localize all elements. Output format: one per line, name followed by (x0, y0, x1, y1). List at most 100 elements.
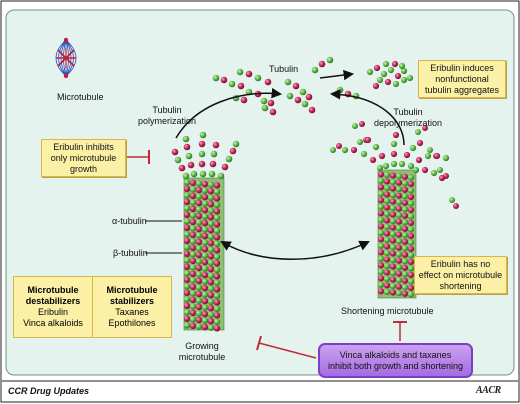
tubulin-bead-green (402, 232, 408, 238)
tubulin-bead-green (384, 237, 390, 243)
tubulin-bead-red (184, 290, 190, 296)
tubulin-bead-green (196, 245, 202, 251)
tubulin-bead-red (402, 291, 408, 297)
tubulin-bead-green (218, 173, 225, 180)
tubulin-bead-red (202, 272, 208, 278)
tubulin-bead-green (190, 264, 196, 270)
tubulin-bead-red (208, 240, 214, 246)
tubulin-bead-green (226, 156, 233, 163)
tubulin-bead-red (202, 233, 208, 239)
tubulin-bead-red (378, 249, 384, 255)
tubulin-bead-red (199, 161, 206, 168)
tubulin-bead-green (214, 293, 220, 299)
tubulin-bead-red (190, 232, 196, 238)
tubulin-bead-red (172, 149, 179, 156)
tubulin-bead-red (365, 137, 371, 143)
tubulin-bead-green (184, 270, 190, 276)
tubulin-bead-red (184, 251, 190, 257)
tubulin-bead-green (196, 310, 202, 316)
tubulin-bead-red (196, 317, 202, 323)
alpha-tubulin-label: α-tubulin (112, 216, 147, 227)
tubulin-bead-green (202, 187, 208, 193)
tubulin-bead-red (179, 165, 186, 172)
tubulin-bead-red (390, 224, 396, 230)
tubulin-bead-red (378, 184, 384, 190)
tubulin-bead-green (208, 247, 214, 253)
tubulin-bead-red (390, 185, 396, 191)
tubulin-bead-red (190, 310, 196, 316)
tubulin-bead-red (184, 303, 190, 309)
tubulin-bead-red (196, 213, 202, 219)
tubulin-bead-red (190, 245, 196, 251)
legend-stabilizers: Microtubule stabilizers Taxanes Epothilo… (92, 277, 171, 337)
tubulin-bead-red (214, 312, 220, 318)
tubulin-bead-green (402, 180, 408, 186)
tubulin-bead-red (408, 207, 414, 213)
tubulin-bead-green (183, 173, 190, 180)
tubulin-bead-red (378, 197, 384, 203)
tubulin-bead-red (184, 212, 190, 218)
tubulin-bead-red (390, 198, 396, 204)
tubulin-bead-red (188, 162, 195, 169)
tubulin-bead-red (184, 277, 190, 283)
tubulin-bead-green (214, 241, 220, 247)
tubulin-bead-green (393, 81, 399, 87)
tubulin-bead-red (214, 234, 220, 240)
tubulin-bead-red (378, 223, 384, 229)
tubulin-bead-red (213, 142, 220, 149)
tubulin-bead-red (230, 148, 237, 155)
tubulin-bead-red (190, 258, 196, 264)
tubulin-bead-green (229, 81, 236, 88)
tubulin-bead-green (408, 200, 414, 206)
tubulin-bead-red (196, 226, 202, 232)
tubulin-bead-green (287, 93, 294, 100)
callout-no-effect: Eribulin has no effect on microtubule sh… (414, 256, 507, 294)
tubulin-bead-green (408, 213, 414, 219)
tubulin-bead-green (337, 87, 344, 94)
tubulin-bead-red (378, 275, 384, 281)
tubulin-bead-green (190, 238, 196, 244)
tubulin-bead-green (390, 179, 396, 185)
tubulin-bead-red (408, 194, 414, 200)
tubulin-bead-red (336, 143, 342, 149)
tubulin-bead-green (214, 306, 220, 312)
tubulin-bead-green (190, 290, 196, 296)
tubulin-bead-red (222, 164, 229, 171)
tubulin-bead-green (390, 205, 396, 211)
tubulin-bead-red (184, 225, 190, 231)
tubulin-bead-red (422, 167, 428, 173)
tubulin-bead-red (434, 153, 440, 159)
tubulin-bead-green (184, 322, 190, 328)
tubulin-bead-green (390, 283, 396, 289)
tubulin-bead-red (306, 94, 313, 101)
tubulin-bead-green (390, 192, 396, 198)
tubulin-bead-red (417, 140, 423, 146)
tubulin-bead-green (190, 316, 196, 322)
tubulin-bead-green (396, 290, 402, 296)
tubulin-bead-green (190, 303, 196, 309)
tubulin-bead-green (378, 256, 384, 262)
tubulin-bead-red (396, 245, 402, 251)
tubulin-bead-green (378, 243, 384, 249)
callout-vinca-taxanes: Vinca alkaloids and taxanes inhibit both… (318, 343, 473, 378)
tubulin-bead-green (378, 217, 384, 223)
tubulin-bead-green (381, 71, 387, 77)
tubulin-bead-red (402, 265, 408, 271)
tubulin-bead-red (378, 171, 384, 177)
tubulin-bead-red (370, 157, 376, 163)
tubulin-bead-green (408, 187, 414, 193)
tubulin-bead-green (184, 205, 190, 211)
tubulin-bead-red (402, 213, 408, 219)
tubulin-bead-red (270, 109, 277, 116)
tubulin-bead-red (408, 246, 414, 252)
centrosome (64, 38, 68, 42)
tubulin-bead-red (384, 282, 390, 288)
tubulin-bead-red (196, 304, 202, 310)
tubulin-bead-green (402, 219, 408, 225)
tubulin-bead-green (396, 173, 402, 179)
tubulin-bead-red (384, 243, 390, 249)
tubulin-bead-red (309, 107, 316, 114)
tubulin-bead-green (208, 208, 214, 214)
drug-class-legend: Microtubule destabilizers Eribulin Vinca… (13, 276, 172, 338)
tubulin-bead-green (175, 157, 182, 164)
